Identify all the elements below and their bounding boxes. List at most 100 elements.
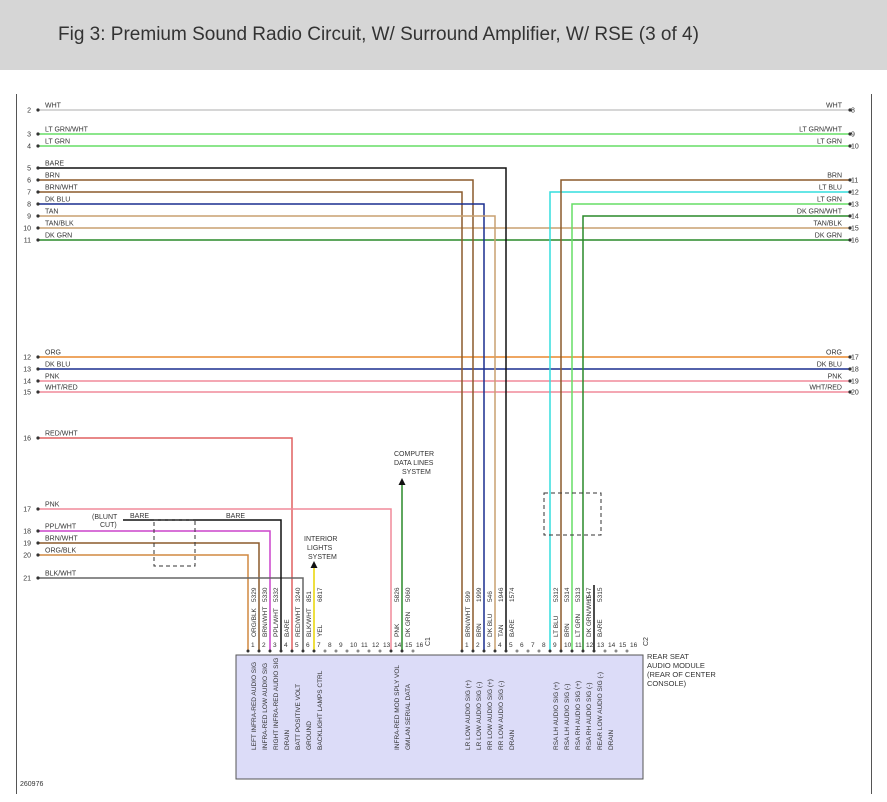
c1-pin-dot — [268, 649, 272, 653]
c2-circuit-5: 1574 — [509, 587, 516, 602]
left-wire-label-13: DK BLU — [45, 362, 70, 369]
left-pin-dot — [36, 576, 40, 580]
right-wire-label-18: DK BLU — [817, 362, 842, 369]
wire-r14-to-c2-12 — [582, 215, 850, 651]
wire-6-to-c2-2 — [38, 179, 474, 651]
connector-c1-label: C1 — [425, 637, 432, 646]
c1-pin-dot — [312, 649, 316, 653]
c1-function-15: GMLAN SERIAL DATA — [405, 683, 412, 750]
c1-pin-3: 3 — [273, 642, 277, 649]
left-wire-label-5: BARE — [45, 161, 64, 168]
wire-19-to-c1-2 — [38, 542, 260, 651]
right-pin-dot — [848, 132, 852, 136]
c2-function-3: RR LOW AUDIO SIG (+) — [487, 679, 494, 750]
left-pin-dot — [36, 108, 40, 112]
wire-18-to-c1-3 — [38, 530, 271, 651]
c1-circuit-15: 5060 — [405, 587, 412, 602]
c2-pin-dot — [625, 649, 629, 653]
c2-function-4: RR LOW AUDIO SIG (-) — [498, 681, 505, 750]
c2-circuit-13: 5315 — [597, 587, 604, 602]
computer-data-label: COMPUTER DATA LINES SYSTEM — [394, 451, 434, 476]
bare-label-a: BARE — [130, 513, 149, 520]
c1-circuit-1: 5329 — [251, 587, 258, 602]
c2-pin-dot — [460, 649, 464, 653]
right-pin-dot — [848, 214, 852, 218]
left-wire-label-20: ORG/BLK — [45, 548, 76, 555]
computer-data-line-2: DATA LINES — [394, 460, 434, 467]
right-pin-dot — [848, 144, 852, 148]
left-wire-label-3: LT GRN/WHT — [45, 127, 89, 134]
c1-wire-14: PNK — [394, 623, 401, 637]
c2-function-12: RSA RH AUDIO SIG (-) — [586, 682, 593, 750]
c1-pin-dot — [400, 649, 404, 653]
shield-box-left — [153, 519, 196, 567]
c1-pin-7: 7 — [317, 642, 321, 649]
c1-pin-13: 13 — [383, 642, 391, 649]
left-wire-label-2: WHT — [45, 103, 62, 110]
wire-17-to-c1-14 — [38, 508, 392, 651]
c1-circuit-14: 5826 — [394, 587, 401, 602]
right-wire-label-20: WHT/RED — [809, 385, 842, 392]
left-wire-label-18: PPL/WHT — [45, 524, 77, 531]
left-pin-16: 16 — [23, 436, 31, 443]
right-wire-label-10: LT GRN — [817, 139, 842, 146]
c2-pin-dot — [504, 649, 508, 653]
right-pin-dot — [848, 379, 852, 383]
bare-label-b: BARE — [226, 513, 245, 520]
left-pin-2: 2 — [27, 108, 31, 115]
c2-pin-8: 8 — [542, 642, 546, 649]
right-pin-9: 9 — [851, 132, 855, 139]
c1-pin-2: 2 — [262, 642, 266, 649]
left-pin-13: 13 — [23, 367, 31, 374]
right-wire-label-12: LT BLU — [819, 185, 842, 192]
rear-seat-audio-module-box — [235, 654, 644, 780]
left-pin-dot — [36, 144, 40, 148]
right-wire-label-13: LT GRN — [817, 197, 842, 204]
c1-wire-7: YEL — [317, 624, 324, 637]
left-pin-dot — [36, 541, 40, 545]
left-pin-6: 6 — [27, 178, 31, 185]
left-wire-label-7: BRN/WHT — [45, 185, 78, 192]
c2-wire-9: LT BLU — [553, 615, 560, 637]
left-pin-dot — [36, 166, 40, 170]
c1-pin-15: 15 — [405, 642, 413, 649]
c1-pin-dot — [334, 649, 338, 653]
figure-number: 260976 — [20, 781, 43, 788]
right-pin-dot — [848, 178, 852, 182]
left-wire-label-16: RED/WHT — [45, 431, 78, 438]
c1-function-4: DRAIN — [284, 729, 291, 750]
c2-pin-dot — [570, 649, 574, 653]
computer-data-arrow — [398, 478, 406, 485]
left-wire-label-14: PNK — [45, 374, 60, 381]
blunt-cut-label-2: CUT) — [100, 522, 117, 529]
right-pin-8: 8 — [851, 108, 855, 115]
right-pin-19: 19 — [851, 379, 859, 386]
c1-pin-4: 4 — [284, 642, 288, 649]
c2-pin-15: 15 — [619, 642, 627, 649]
right-pin-17: 17 — [851, 355, 859, 362]
c2-pin-13: 13 — [597, 642, 605, 649]
right-wire-label-9: LT GRN/WHT — [799, 127, 843, 134]
wire-16-to-c1-5 — [38, 437, 293, 651]
c1-pin-dot — [356, 649, 360, 653]
c1-pin-12: 12 — [372, 642, 380, 649]
c2-wire-10: BRN — [564, 623, 571, 637]
c2-pin-dot — [493, 649, 497, 653]
c1-pin-10: 10 — [350, 642, 358, 649]
c2-pin-dot — [614, 649, 618, 653]
right-pin-11: 11 — [851, 178, 858, 185]
shield-box-right — [543, 492, 602, 536]
right-pin-18: 18 — [851, 367, 859, 374]
c1-wire-4: BARE — [284, 619, 291, 637]
right-pin-dot — [848, 390, 852, 394]
wire-r12-to-c2-9 — [549, 191, 850, 651]
title-bar: Fig 3: Premium Sound Radio Circuit, W/ S… — [0, 0, 887, 70]
c1-function-14: INFRA-RED MOD SPLY VOL — [394, 665, 401, 750]
right-pin-10: 10 — [851, 144, 859, 151]
c2-pin-dot — [592, 649, 596, 653]
c2-pin-dot — [581, 649, 585, 653]
right-pin-dot — [848, 226, 852, 230]
left-wire-label-19: BRN/WHT — [45, 536, 78, 543]
